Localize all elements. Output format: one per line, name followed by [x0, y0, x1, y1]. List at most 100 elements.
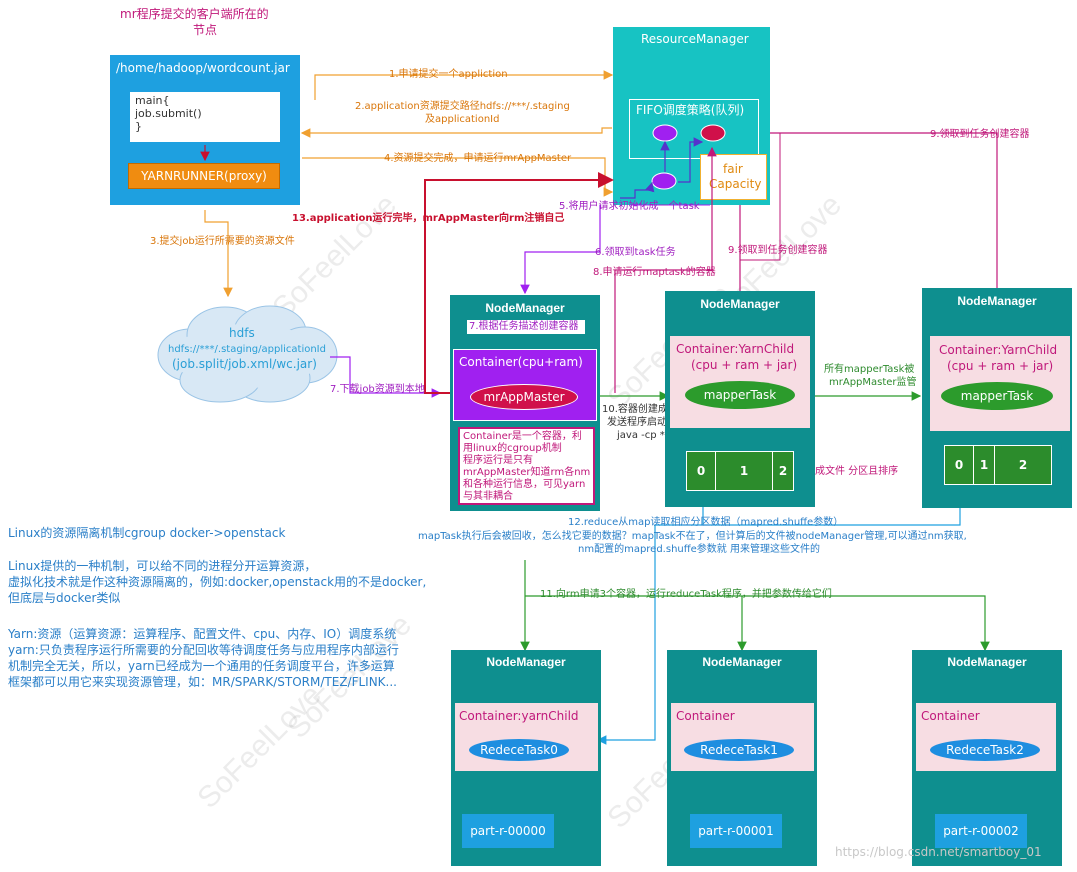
reducetask-ellipse: RedeceTask0 — [469, 739, 569, 761]
mappertask-ellipse: mapperTask — [685, 381, 795, 409]
arrow-step7 — [330, 356, 442, 398]
output-part-file: part-r-00002 — [935, 814, 1027, 848]
label-step8: 8.申请运行maptask的容器 — [593, 267, 716, 278]
reducetask-ellipse: RedeceTask2 — [930, 739, 1040, 761]
container-label: Container(cpu+ram) — [459, 355, 583, 369]
nodemanager-title: NodeManager — [702, 655, 782, 669]
partition-cell: 1 — [974, 446, 995, 484]
nodemanager-3: NodeManager Container:YarnChild (cpu + r… — [922, 288, 1072, 508]
arrow-step1 — [314, 70, 614, 100]
fifo-queue-box: FIFO调度策略(队列) — [629, 99, 759, 159]
desc-line: mrAppMaster知道rm各nm — [463, 467, 591, 478]
desc-line: 与其非耦合 — [463, 491, 513, 502]
mappertask-label: mapperTask — [960, 389, 1034, 403]
note-line: 但底层与docker类似 — [8, 591, 121, 605]
client-code-box: main{ job.submit() } — [130, 92, 280, 142]
nodemanager-6: NodeManager Container RedeceTask2 part-r… — [912, 650, 1062, 866]
resource-manager: ResourceManager FIFO调度策略(队列) fair Capaci… — [613, 27, 770, 205]
note-line: 虚拟化技术就是作这种资源隔离的，例如:docker,openstack用的不是d… — [8, 575, 427, 589]
mappertask-ellipse: mapperTask — [941, 382, 1053, 410]
label-step10c: java -cp ***.jar — [617, 430, 691, 441]
label-step5: 5.将用户请求初始化成一个task — [559, 201, 700, 212]
nodemanager-5: NodeManager Container RedeceTask1 part-r… — [667, 650, 817, 866]
arrow-step3 — [204, 210, 233, 298]
container-resources: (cpu + ram + jar) — [947, 359, 1054, 373]
arrow-step13 — [424, 172, 614, 394]
rm-title: ResourceManager — [641, 32, 749, 46]
note-line: 机制完全无关，所以，yarn已经成为一个通用的任务调度平台，许多运算 — [8, 659, 395, 673]
nodemanager-title: NodeManager — [485, 301, 565, 315]
hdfs-path: hdfs://***/.staging/applicationId — [168, 344, 326, 355]
label-step4: 4.资源提交完成，申请运行mrAppMaster — [384, 153, 572, 164]
note-line: Linux提供的一种机制，可以给不同的进程分开运算资源， — [8, 559, 317, 573]
code-line: job.submit() — [135, 107, 202, 120]
step7-label-box: 7.根据任务描述创建容器 — [467, 320, 585, 334]
yarnrunner-label: YARNRUNNER(proxy) — [141, 169, 267, 183]
note-linux: Linux提供的一种机制，可以给不同的进程分开运算资源， 虚拟化技术就是作这种资… — [8, 558, 426, 606]
note-cgroup: Linux的资源隔离机制cgroup docker->openstack — [8, 526, 286, 540]
label-step11: 11.向rm申请3个容器，运行reduceTask程序，并把参数传给它们 — [540, 589, 832, 600]
client-caption-line1: mr程序提交的客户端所在的 — [120, 7, 269, 21]
hdfs-cloud — [157, 305, 338, 403]
container-resources: (cpu + ram + jar) — [691, 358, 798, 372]
label-step13: 13.application运行完毕，mrAppMaster向rm注销自己 — [292, 213, 565, 224]
label-step6: 6.领取到task任务 — [595, 247, 676, 258]
partition-cell: 2 — [995, 446, 1051, 484]
part-label: part-r-00002 — [943, 824, 1019, 838]
note-line: yarn:只负责程序运行所需要的分配回收等待调度任务与应用程序内部运行 — [8, 643, 399, 657]
nodemanager-2: NodeManager Container:YarnChild (cpu + r… — [665, 291, 815, 507]
label-step2b: 及applicationId — [425, 114, 500, 125]
label-step3: 3.提交job运行所需要的资源文件 — [150, 236, 295, 247]
partition-cell: 2 — [773, 452, 793, 490]
label-step2a: 2.application资源提交路径hdfs://***/.staging — [355, 101, 570, 112]
reducetask-ellipse: RedeceTask1 — [684, 739, 794, 761]
fair-capacity-box: fair Capacity — [700, 154, 767, 200]
reducetask-label: RedeceTask2 — [946, 743, 1024, 757]
label-step1: 1.申请提交一个appliction — [389, 69, 508, 80]
container-label: Container:YarnChild — [676, 342, 795, 356]
label-monitor-b: mrAppMaster监管 — [829, 377, 917, 388]
part-label: part-r-00001 — [698, 824, 774, 838]
nodemanager-title: NodeManager — [947, 655, 1027, 669]
yarnrunner-box: YARNRUNNER(proxy) — [128, 163, 280, 189]
label-monitor-a: 所有mapperTask被 — [824, 364, 915, 375]
label-step9-nm3: 9.领取到任务创建容器 — [930, 129, 1030, 140]
nodemanager-title: NodeManager — [957, 294, 1037, 308]
container-label: Container:YarnChild — [939, 343, 1058, 357]
partition-cells: 0 1 2 — [686, 451, 794, 491]
label-sort: 生成文件 分区且排序 — [805, 466, 899, 477]
label-step10a: 10.容器创建成功后, — [602, 404, 692, 415]
mrappmaster-label: mrAppMaster — [483, 390, 565, 404]
mrappmaster-ellipse: mrAppMaster — [470, 384, 578, 410]
code-line: } — [135, 120, 142, 133]
fifo-label: FIFO调度策略(队列) — [636, 103, 745, 117]
container-label: Container — [921, 709, 980, 723]
partition-cell: 1 — [716, 452, 773, 490]
output-part-file: part-r-00000 — [462, 814, 554, 848]
arrow-step12 — [596, 495, 704, 745]
container-label: Container:yarnChild — [459, 709, 579, 723]
client-caption-line2: 节点 — [193, 23, 218, 37]
partition-cell: 0 — [945, 446, 974, 484]
reducetask-label: RedeceTask1 — [700, 743, 778, 757]
desc-line: 用linux的cgroup机制 — [463, 443, 562, 454]
client-jar-path: /home/hadoop/wordcount.jar — [116, 61, 290, 75]
label-step9-nm2: 9.领取到任务创建容器 — [728, 245, 828, 256]
arrow-step8 — [614, 146, 717, 393]
label-step12c: nm配置的mapred.shuffe参数就 用来管理这些文件的 — [578, 544, 820, 555]
label-step10b: 发送程序启动命令 — [607, 417, 687, 428]
label-step7: 7.下载job资源到本地 — [330, 384, 425, 395]
nodemanager-1: NodeManager 7.根据任务描述创建容器 Container(cpu+r… — [450, 295, 600, 511]
reducetask-label: RedeceTask0 — [480, 743, 558, 757]
container-description: Container是一个容器，利 用linux的cgroup机制 程序运行是只有… — [458, 427, 595, 505]
step7-label: 7.根据任务描述创建容器 — [469, 321, 579, 332]
arrow-step9-nm3 — [770, 132, 1002, 335]
note-line: 框架都可以用它来实现资源管理，如：MR/SPARK/STORM/TEZ/FLIN… — [8, 675, 397, 689]
code-line: main{ — [135, 94, 170, 107]
output-part-file: part-r-00001 — [690, 814, 782, 848]
capacity-label: Capacity — [709, 177, 762, 191]
hdfs-title: hdfs — [229, 326, 255, 340]
container-label: Container — [676, 709, 735, 723]
nodemanager-title: NodeManager — [486, 655, 566, 669]
